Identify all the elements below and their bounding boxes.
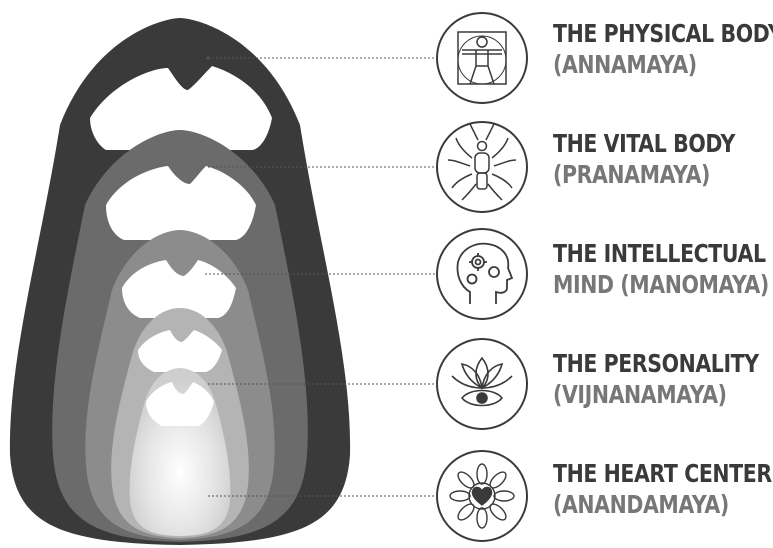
label-title: THE VITAL BODY <box>553 128 735 159</box>
icon-circle-physical <box>437 13 527 103</box>
label-title: THE INTELLECTUAL <box>553 238 769 269</box>
leader-dot-physical <box>207 57 210 60</box>
label-personality: THE PERSONALITY (VIJNANAMAYA) <box>553 348 759 410</box>
label-title: THE PERSONALITY <box>553 348 759 379</box>
label-subtitle: (VIJNANAMAYA) <box>553 379 759 410</box>
label-physical: THE PHYSICAL BODY (ANNAMAYA) <box>553 18 773 80</box>
label-subtitle: (ANANDAMAYA) <box>553 489 772 520</box>
label-subtitle: MIND (MANOMAYA) <box>553 269 769 300</box>
label-intellectual: THE INTELLECTUAL MIND (MANOMAYA) <box>553 238 769 300</box>
label-title: THE PHYSICAL BODY <box>553 18 773 49</box>
label-title: THE HEART CENTER <box>553 458 772 489</box>
label-heart: THE HEART CENTER (ANANDAMAYA) <box>553 458 772 520</box>
label-subtitle: (PRANAMAYA) <box>553 159 735 190</box>
label-vital: THE VITAL BODY (PRANAMAYA) <box>553 128 735 190</box>
icon-circle-vital <box>437 122 527 212</box>
label-subtitle: (ANNAMAYA) <box>553 49 773 80</box>
icon-circle-intellectual <box>437 229 527 319</box>
